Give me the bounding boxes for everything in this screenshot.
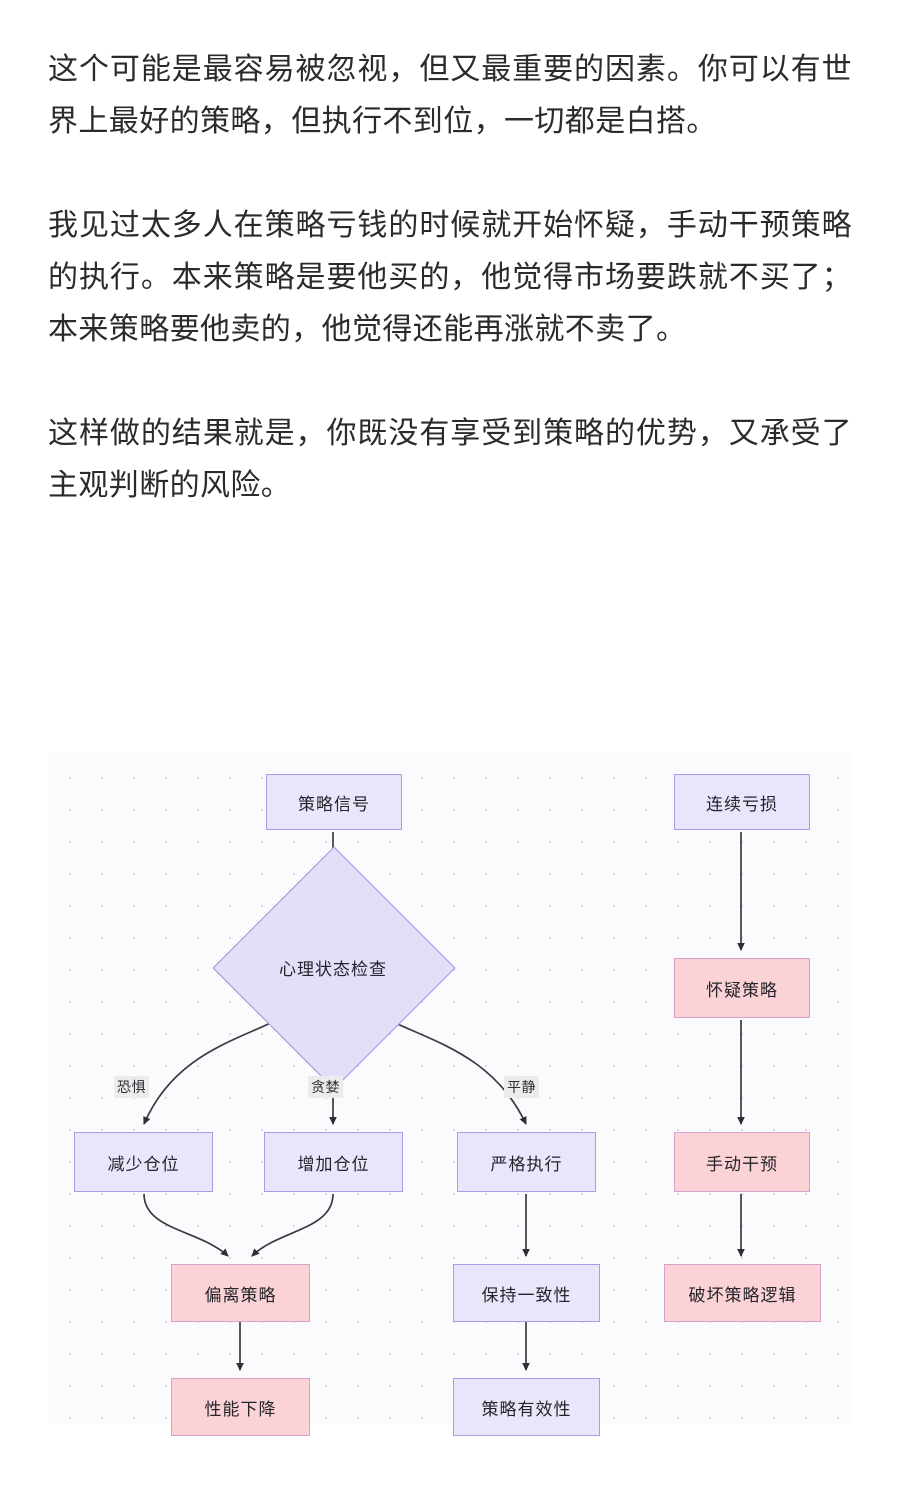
- node-label: 破坏策略逻辑: [688, 1285, 797, 1305]
- node-deviate-strategy[interactable]: 偏离策略: [171, 1264, 310, 1322]
- node-label: 保持一致性: [481, 1285, 572, 1305]
- node-strategy-effectiveness[interactable]: 策略有效性: [453, 1378, 600, 1436]
- node-strategy-signal[interactable]: 策略信号: [266, 774, 402, 830]
- node-label: 减少仓位: [107, 1154, 180, 1174]
- edge-label-greed: 贪婪: [308, 1076, 343, 1098]
- node-label: 策略信号: [298, 794, 370, 814]
- node-consecutive-losses[interactable]: 连续亏损: [674, 774, 810, 830]
- diagram-edges-layer: [143, 832, 745, 1371]
- paragraph-1: 这个可能是最容易被忽视，但又最重要的因素。你可以有世界上最好的策略，但执行不到位…: [48, 53, 852, 138]
- node-label: 怀疑策略: [706, 980, 778, 1000]
- node-strict-execution[interactable]: 严格执行: [457, 1132, 596, 1192]
- edge-label-fear: 恐惧: [114, 1076, 149, 1098]
- edge-increase-to-deviate: [251, 1193, 334, 1257]
- edge-reduce-to-deviate: [143, 1193, 229, 1257]
- node-label: 偏离策略: [204, 1285, 277, 1305]
- node-psychological-state-check[interactable]: 心理状态检查: [212, 846, 456, 1090]
- node-doubt-strategy[interactable]: 怀疑策略: [674, 958, 810, 1018]
- paragraph-2: 我见过太多人在策略亏钱的时候就开始怀疑，手动干预策略的执行。本来策略是要他买的，…: [48, 209, 852, 346]
- paragraph-3: 这样做的结果就是，你既没有享受到策略的优势，又承受了主观判断的风险。: [48, 417, 852, 502]
- node-performance-decline[interactable]: 性能下降: [171, 1378, 310, 1436]
- node-increase-position[interactable]: 增加仓位: [264, 1132, 403, 1192]
- article-body: 这个可能是最容易被忽视，但又最重要的因素。你可以有世界上最好的策略，但执行不到位…: [0, 0, 900, 512]
- node-label: 严格执行: [490, 1154, 563, 1174]
- node-label: 连续亏损: [706, 794, 778, 814]
- node-maintain-consistency[interactable]: 保持一致性: [453, 1264, 600, 1322]
- node-label: 增加仓位: [297, 1154, 370, 1174]
- node-manual-intervention[interactable]: 手动干预: [674, 1132, 810, 1192]
- node-label: 性能下降: [204, 1399, 277, 1419]
- flowchart-diagram: 策略信号 心理状态检查 减少仓位 增加仓位 严格执行 偏离策略 保持一致性 性能…: [0, 752, 900, 1442]
- node-label: 心理状态检查: [279, 959, 387, 979]
- node-label: 策略有效性: [481, 1399, 572, 1419]
- node-reduce-position[interactable]: 减少仓位: [74, 1132, 213, 1192]
- node-label: 手动干预: [706, 1154, 778, 1174]
- edge-label-calm: 平静: [504, 1076, 539, 1098]
- node-break-strategy-logic[interactable]: 破坏策略逻辑: [664, 1264, 821, 1322]
